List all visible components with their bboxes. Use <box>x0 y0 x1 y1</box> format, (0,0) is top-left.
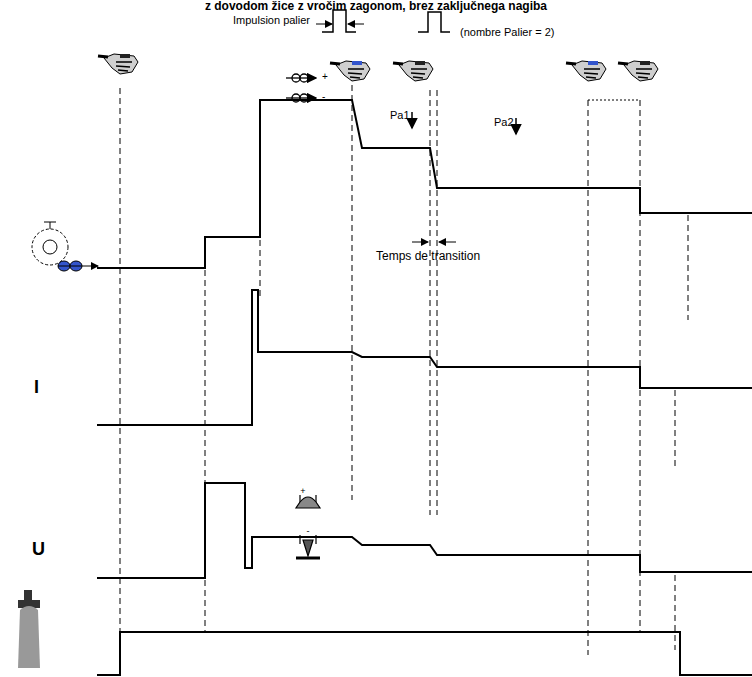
gas-trace <box>97 632 752 675</box>
torch-icon <box>98 54 138 74</box>
axis-label: I <box>34 378 39 396</box>
torch-icon <box>393 61 433 81</box>
polarity-sign: + <box>300 487 305 496</box>
torch-icon <box>566 61 606 81</box>
axis-label: U <box>32 540 45 558</box>
title: z dovodom žice z vročim zagonom, brez za… <box>205 0 547 12</box>
level-label: Pa1 <box>390 110 410 121</box>
torch-icon <box>330 61 370 81</box>
callout-text: Temps de transition <box>376 250 480 262</box>
torch-icons <box>98 54 658 81</box>
wire-feed-trace <box>97 100 752 268</box>
weld-symbol <box>296 495 320 558</box>
fan-symbol <box>286 74 316 102</box>
level-label: Pa2 <box>494 117 514 128</box>
callout-text: (nombre Palier = 2) <box>460 27 554 38</box>
pulse-symbol <box>322 10 356 32</box>
gas-cylinder-icon <box>18 590 40 668</box>
torch-icon <box>618 61 658 81</box>
pulse-symbol <box>418 12 450 32</box>
polarity-sign: - <box>307 527 310 536</box>
speed-sign: - <box>322 92 325 102</box>
speed-sign: + <box>322 72 328 82</box>
voltage-trace <box>97 483 752 578</box>
current-trace <box>97 290 752 425</box>
callout-text: Impulsion palier <box>232 15 311 26</box>
wire-spool-icon <box>32 222 98 271</box>
